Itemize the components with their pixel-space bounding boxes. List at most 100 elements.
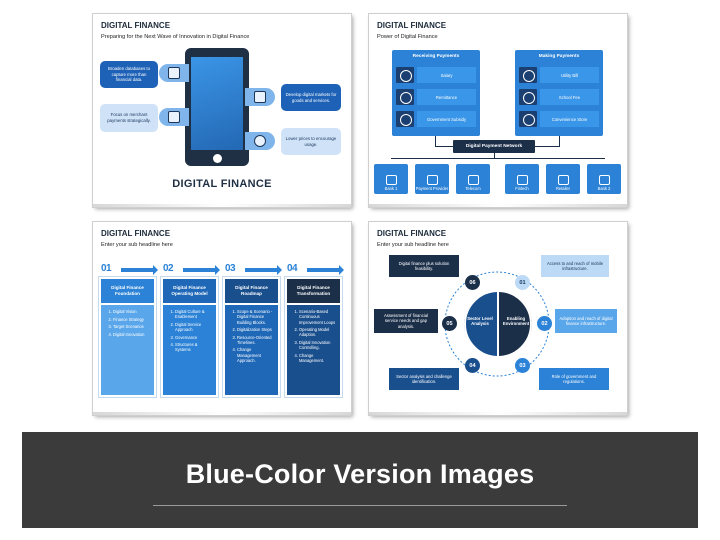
left-item-1: Broaden databases to capture more than f… bbox=[100, 61, 158, 88]
panel-row: School Fee bbox=[519, 89, 599, 105]
hub-right-label: Enabling Environment bbox=[502, 316, 530, 327]
tab-3 bbox=[245, 88, 275, 106]
government-building-icon bbox=[396, 111, 414, 127]
right-item-1: Develop digital markets for goods and se… bbox=[281, 84, 341, 111]
panel-row-label: Convenience Store bbox=[540, 111, 599, 127]
column-number: 03 bbox=[225, 263, 236, 274]
panel-row: Convenience Store bbox=[519, 111, 599, 127]
column-heading: Digital Finance Transformation bbox=[287, 279, 340, 303]
arrow-right-icon bbox=[307, 265, 344, 275]
home-button-icon bbox=[212, 154, 222, 163]
hub-left-label: Sector Level Analysis bbox=[467, 316, 493, 327]
panel-row: Utility Bill bbox=[519, 67, 599, 83]
panel-row-label: Remittance bbox=[417, 89, 476, 105]
salary-icon bbox=[396, 67, 414, 83]
bank-icon bbox=[385, 175, 397, 186]
slide-title: DIGITAL FINANCE bbox=[101, 229, 171, 238]
remittance-icon bbox=[396, 89, 414, 105]
column-number: 01 bbox=[101, 263, 112, 274]
fintech-icon bbox=[516, 175, 528, 186]
step-number-03: 03 bbox=[515, 358, 530, 373]
column-body: Scope & Scenario - Digital Finance Build… bbox=[225, 305, 278, 395]
column-body: Digital Culture & Enablement Digital Ser… bbox=[163, 305, 216, 395]
shopping-bag-icon bbox=[254, 91, 266, 103]
step-text-05: Assessment of financial service needs an… bbox=[374, 309, 438, 333]
coins-icon bbox=[254, 135, 266, 147]
slide-subtitle: Enter your sub headline here bbox=[101, 242, 173, 248]
column-number: 02 bbox=[163, 263, 174, 274]
step-text-04: Sector analysis and challenge identifica… bbox=[389, 368, 459, 390]
network-node-fintech: Fintech bbox=[505, 164, 539, 194]
utility-bill-icon bbox=[519, 67, 537, 83]
slide-subtitle: Power of Digital Finance bbox=[377, 34, 438, 40]
digital-payment-network-label: Digital Payment Network bbox=[453, 140, 535, 153]
smartphone-illustration bbox=[185, 48, 249, 166]
column-heading: Digital Finance Foundation bbox=[101, 279, 154, 303]
panel-row: Salary bbox=[396, 67, 476, 83]
right-item-2: Lower prices to encourage usage. bbox=[281, 128, 341, 155]
connector-line bbox=[435, 146, 453, 147]
bank-icon bbox=[598, 175, 610, 186]
making-payments-panel: Making Payments Utility Bill School Fee … bbox=[515, 50, 603, 136]
step-number-06: 06 bbox=[465, 275, 480, 290]
pos-terminal-icon bbox=[168, 111, 180, 123]
version-banner: Blue-Color Version Images bbox=[22, 432, 698, 528]
hub-left-half bbox=[464, 291, 497, 357]
slide-title: DIGITAL FINANCE bbox=[101, 21, 171, 30]
step-text-01: Access to and reach of mobile infrastruc… bbox=[541, 255, 609, 277]
tab-1 bbox=[159, 64, 189, 82]
network-node-bank-2: Bank 2 bbox=[587, 164, 621, 194]
column-body: Scenario-Based Continuous Improvement Lo… bbox=[287, 305, 340, 395]
network-node-bank-1: Bank 1 bbox=[374, 164, 408, 194]
panel-row: Remittance bbox=[396, 89, 476, 105]
arrow-right-icon bbox=[183, 265, 220, 275]
document-chart-icon bbox=[168, 67, 180, 79]
left-item-2: Focus on merchant payments strategically… bbox=[100, 104, 158, 132]
panel-row-label: Salary bbox=[417, 67, 476, 83]
slide-thumbnail-3[interactable]: DIGITAL FINANCE Enter your sub headline … bbox=[93, 222, 351, 415]
column-heading: Digital Finance Roadmap bbox=[225, 279, 278, 303]
panel-row: Government Subsidy bbox=[396, 111, 476, 127]
slide-thumbnail-2[interactable]: DIGITAL FINANCE Power of Digital Finance… bbox=[369, 14, 627, 207]
connector-line bbox=[535, 146, 560, 147]
network-node-retailer: Retailer bbox=[546, 164, 580, 194]
arrow-right-icon bbox=[245, 265, 282, 275]
panel-heading: Receiving Payments bbox=[412, 54, 460, 59]
hub-outline bbox=[464, 290, 532, 358]
cart-icon bbox=[557, 175, 569, 186]
connector-line bbox=[494, 153, 495, 158]
step-number-01: 01 bbox=[515, 275, 530, 290]
school-fee-icon bbox=[519, 89, 537, 105]
receiving-payments-panel: Receiving Payments Salary Remittance Gov… bbox=[392, 50, 480, 136]
tab-4 bbox=[245, 132, 275, 150]
banner-divider bbox=[153, 505, 567, 506]
slide-subtitle: Preparing for the Next Wave of Innovatio… bbox=[101, 34, 250, 40]
connector-line bbox=[435, 136, 436, 146]
column-body: Digital Vision Finance Strategy Target S… bbox=[101, 305, 154, 395]
slide-thumbnail-4[interactable]: DIGITAL FINANCE Enter your sub headline … bbox=[369, 222, 627, 415]
banner-title: Blue-Color Version Images bbox=[185, 459, 535, 489]
slide-subtitle: Enter your sub headline here bbox=[377, 242, 449, 248]
big-title: DIGITAL FINANCE bbox=[172, 178, 272, 190]
slide-title: DIGITAL FINANCE bbox=[377, 21, 447, 30]
hub-right-half bbox=[499, 291, 532, 357]
hand-coin-icon bbox=[426, 175, 438, 186]
arrow-right-icon bbox=[121, 265, 158, 275]
slide-thumbnail-1[interactable]: DIGITAL FINANCE Preparing for the Next W… bbox=[93, 14, 351, 207]
network-bus-line bbox=[391, 158, 605, 159]
step-text-06: Digital finance plus solution feasibilit… bbox=[389, 255, 459, 277]
store-icon bbox=[519, 111, 537, 127]
column-number: 04 bbox=[287, 263, 298, 274]
phone-icon bbox=[467, 175, 479, 186]
step-text-03: Role of government and regulations. bbox=[539, 368, 609, 390]
tab-2 bbox=[159, 108, 189, 126]
panel-heading: Making Payments bbox=[538, 54, 580, 59]
step-number-02: 02 bbox=[537, 316, 552, 331]
connector-line bbox=[559, 136, 560, 146]
network-node-telecom: Telecom bbox=[456, 164, 490, 194]
column-heading: Digital Finance Operating Model bbox=[163, 279, 216, 303]
cycle-diagram bbox=[444, 271, 550, 377]
network-node-payment-provider: Payment Provider bbox=[415, 164, 449, 194]
panel-row-label: Utility Bill bbox=[540, 67, 599, 83]
slide-title: DIGITAL FINANCE bbox=[377, 229, 447, 238]
